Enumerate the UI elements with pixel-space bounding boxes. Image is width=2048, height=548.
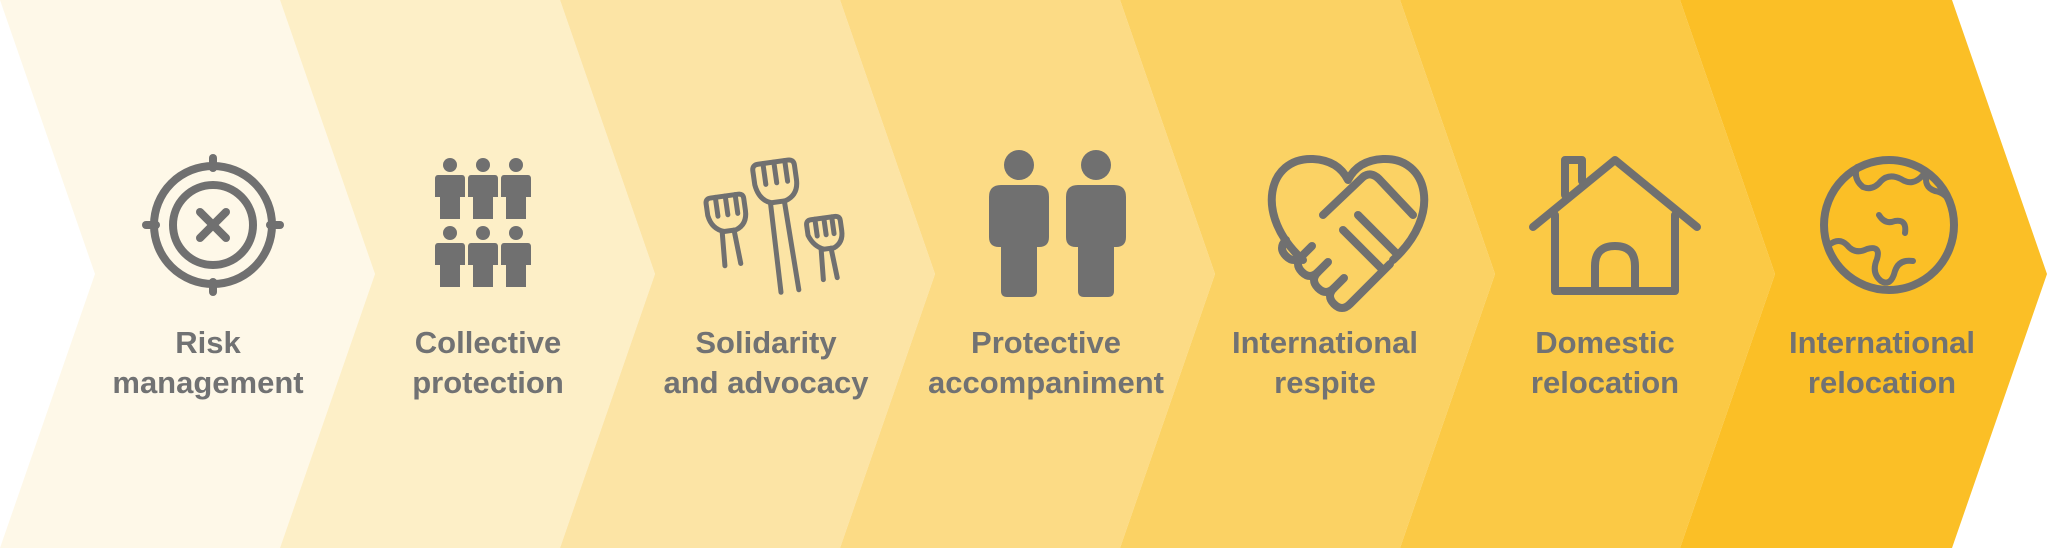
step-label-6-line-1: Domestic <box>1535 325 1675 360</box>
crosshair-icon <box>142 154 284 296</box>
step-label-1-line-2: management <box>112 365 304 400</box>
step-label-4: Protective accompaniment <box>896 323 1196 403</box>
step-label-1: Risk management <box>58 323 358 403</box>
step-label-6-line-2: relocation <box>1530 365 1680 400</box>
step-label-3-line-2: and advocacy <box>663 365 869 400</box>
chevron-step-7 <box>1680 0 2047 548</box>
step-label-5: International respite <box>1175 323 1475 403</box>
globe-icon <box>1820 156 1958 294</box>
step-label-2-line-2: protection <box>412 365 564 400</box>
step-label-2-line-1: Collective <box>414 325 562 360</box>
chevron-step-2 <box>280 0 655 548</box>
chevron-step-6 <box>1400 0 1775 548</box>
step-label-5-line-2: respite <box>1274 365 1376 400</box>
step-label-7-line-2: relocation <box>1807 365 1957 400</box>
step-label-3-line-1: Solidarity <box>695 325 837 360</box>
step-label-6: Domestic relocation <box>1455 323 1755 403</box>
step-label-1-line-1: Risk <box>175 325 241 360</box>
step-label-3: Solidarity and advocacy <box>616 323 916 403</box>
step-label-7-line-1: International <box>1788 325 1975 360</box>
two-people-icon <box>989 150 1126 297</box>
group-of-people-icon <box>435 158 531 287</box>
house-icon <box>1529 156 1701 295</box>
step-label-5-line-1: International <box>1231 325 1418 360</box>
step-label-7: International relocation <box>1732 323 2032 403</box>
step-label-4-line-1: Protective <box>971 325 1121 360</box>
raised-fists-icon <box>703 157 845 295</box>
chevron-step-3 <box>560 0 935 548</box>
step-label-4-line-2: accompaniment <box>927 365 1164 400</box>
step-label-2: Collective protection <box>338 323 638 403</box>
handshake-heart-icon <box>1267 154 1429 312</box>
